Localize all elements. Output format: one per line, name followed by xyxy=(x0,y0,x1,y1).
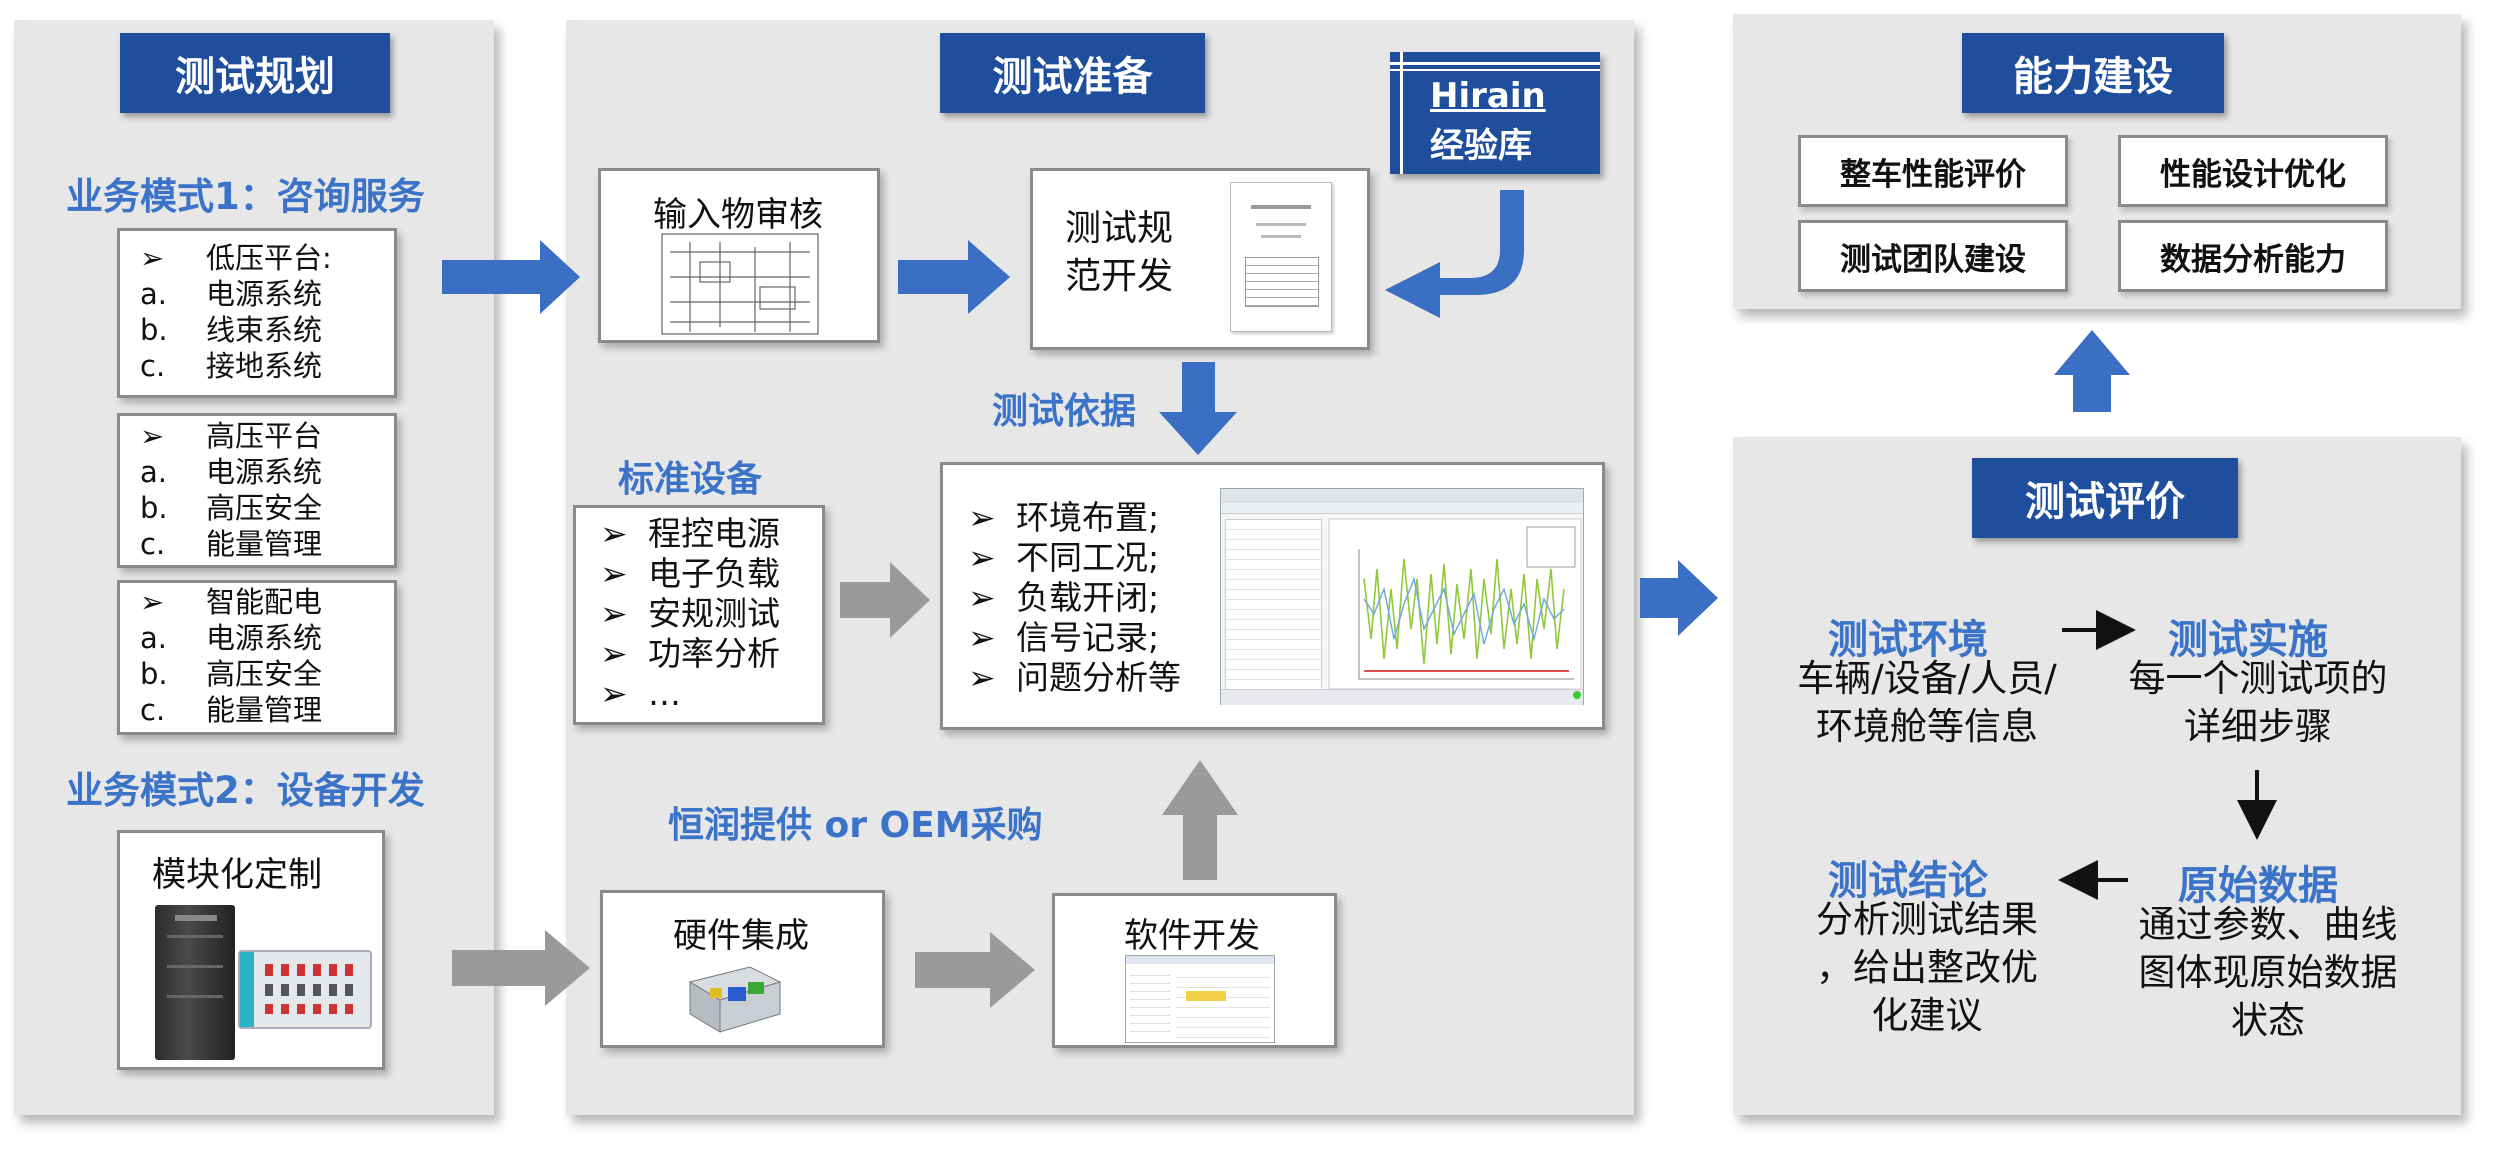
business-mode-1-title: 业务模式1：咨询服务 xyxy=(66,175,425,218)
list-item: ➢负载开闭; xyxy=(968,578,1160,617)
high-voltage-platform-box xyxy=(117,413,397,568)
planning-header: 测试规划 xyxy=(120,33,390,113)
schematic-thumbnail xyxy=(661,233,819,335)
arrow-right-icon xyxy=(898,240,1010,314)
software-development-title: 软件开发 xyxy=(1124,916,1260,956)
list-item: ➢问题分析等 xyxy=(968,658,1181,697)
test-basis-label: 测试依据 xyxy=(992,391,1137,432)
capability-item-design-optimization: 性能设计优化 xyxy=(2118,135,2388,207)
capability-header: 能力建设 xyxy=(1962,33,2224,113)
equipment-cabinet-image xyxy=(155,905,235,1060)
smart-distribution-box xyxy=(117,580,397,735)
preparation-header: 测试准备 xyxy=(940,33,1205,113)
spec-document-thumbnail xyxy=(1230,182,1332,332)
capability-item-vehicle-performance: 整车性能评价 xyxy=(1798,135,2068,207)
low-voltage-platform-list: ➢低压平台: a.电源系统 b.线束系统 c.接地系统 xyxy=(140,241,332,383)
arrow-right-icon xyxy=(1640,560,1718,636)
arrow-right-icon xyxy=(442,240,580,314)
list-item: ➢程控电源 xyxy=(600,514,780,553)
list-item: ➢… xyxy=(600,674,681,713)
list-item: ➢功率分析 xyxy=(600,634,780,673)
arrow-right-gray-icon xyxy=(840,562,930,638)
list-item: ➢电子负载 xyxy=(600,554,780,593)
arrow-down-icon xyxy=(1159,362,1237,455)
test-implementation-text: 每一个测试项的 详细步骤 xyxy=(2128,657,2388,748)
modular-custom-title: 模块化定制 xyxy=(152,855,322,895)
supply-source-label: 恒润提供 or OEM采购 xyxy=(668,805,1043,846)
arrow-up-gray-icon xyxy=(1162,760,1238,880)
smart-distribution-list: ➢智能配电 a.电源系统 b.高压安全 c.能量管理 xyxy=(140,585,323,727)
hardware-3d-model-image xyxy=(688,966,782,1033)
curved-arrow-icon xyxy=(1385,190,1524,318)
arrow-right-gray-icon xyxy=(452,930,590,1006)
input-review-title: 输入物审核 xyxy=(653,195,823,235)
bullet-icon: ➢ xyxy=(140,241,165,275)
test-conclusion-text: 分析测试结果 ，给出整改优 化建议 xyxy=(1816,898,2038,1037)
evaluation-panel xyxy=(1733,437,2461,1115)
test-setup-list: ➢环境布置; ➢不同工况; ➢负载开闭; ➢信号记录; ➢问题分析等 xyxy=(968,498,1181,698)
hardware-integration-title: 硬件集成 xyxy=(673,916,809,956)
test-environment-text: 车辆/设备/人员/ 环境舱等信息 xyxy=(1797,657,2057,748)
arrow-right-gray-icon xyxy=(915,932,1035,1008)
list-item: ➢安规测试 xyxy=(600,594,780,633)
arrow-up-icon xyxy=(2054,330,2130,412)
bullet-icon: ➢ xyxy=(140,419,165,453)
raw-data-title: 原始数据 xyxy=(2178,863,2338,909)
signal-waveform-plot xyxy=(1328,518,1582,690)
evaluation-header: 测试评价 xyxy=(1972,458,2238,538)
software-screenshot-thumbnail xyxy=(1220,488,1584,705)
capability-item-data-analysis: 数据分析能力 xyxy=(2118,220,2388,292)
software-ui-thumbnail xyxy=(1125,955,1275,1043)
low-voltage-platform-box xyxy=(117,228,397,398)
test-conclusion-title: 测试结论 xyxy=(1828,858,1988,904)
capability-item-team-building: 测试团队建设 xyxy=(1798,220,2068,292)
hirain-label-line2: 经验库 xyxy=(1430,126,1532,166)
high-voltage-platform-list: ➢高压平台 a.电源系统 b.高压安全 c.能量管理 xyxy=(140,419,323,561)
standard-equipment-list: ➢程控电源 ➢电子负载 ➢安规测试 ➢功率分析 ➢… xyxy=(600,514,780,714)
standard-equipment-box xyxy=(573,505,825,725)
spec-development-title: 测试规 范开发 xyxy=(1065,208,1174,297)
bullet-icon: ➢ xyxy=(140,585,165,619)
input-review-box xyxy=(598,168,880,343)
list-item: ➢环境布置; xyxy=(968,498,1160,537)
list-item: ➢不同工况; xyxy=(968,538,1160,577)
test-environment-title: 测试环境 xyxy=(1828,617,1988,663)
hirain-experience-badge: Hirain 经验库 xyxy=(1390,52,1600,174)
test-implementation-title: 测试实施 xyxy=(2168,617,2328,663)
hirain-label-line1: Hirain xyxy=(1430,76,1546,116)
business-mode-2-title: 业务模式2：设备开发 xyxy=(66,769,425,812)
test-equipment-image xyxy=(238,950,372,1029)
standard-equipment-label: 标准设备 xyxy=(618,459,763,500)
list-item: ➢信号记录; xyxy=(968,618,1160,657)
raw-data-text: 通过参数、曲线 图体现原始数据 状态 xyxy=(2138,903,2398,1042)
